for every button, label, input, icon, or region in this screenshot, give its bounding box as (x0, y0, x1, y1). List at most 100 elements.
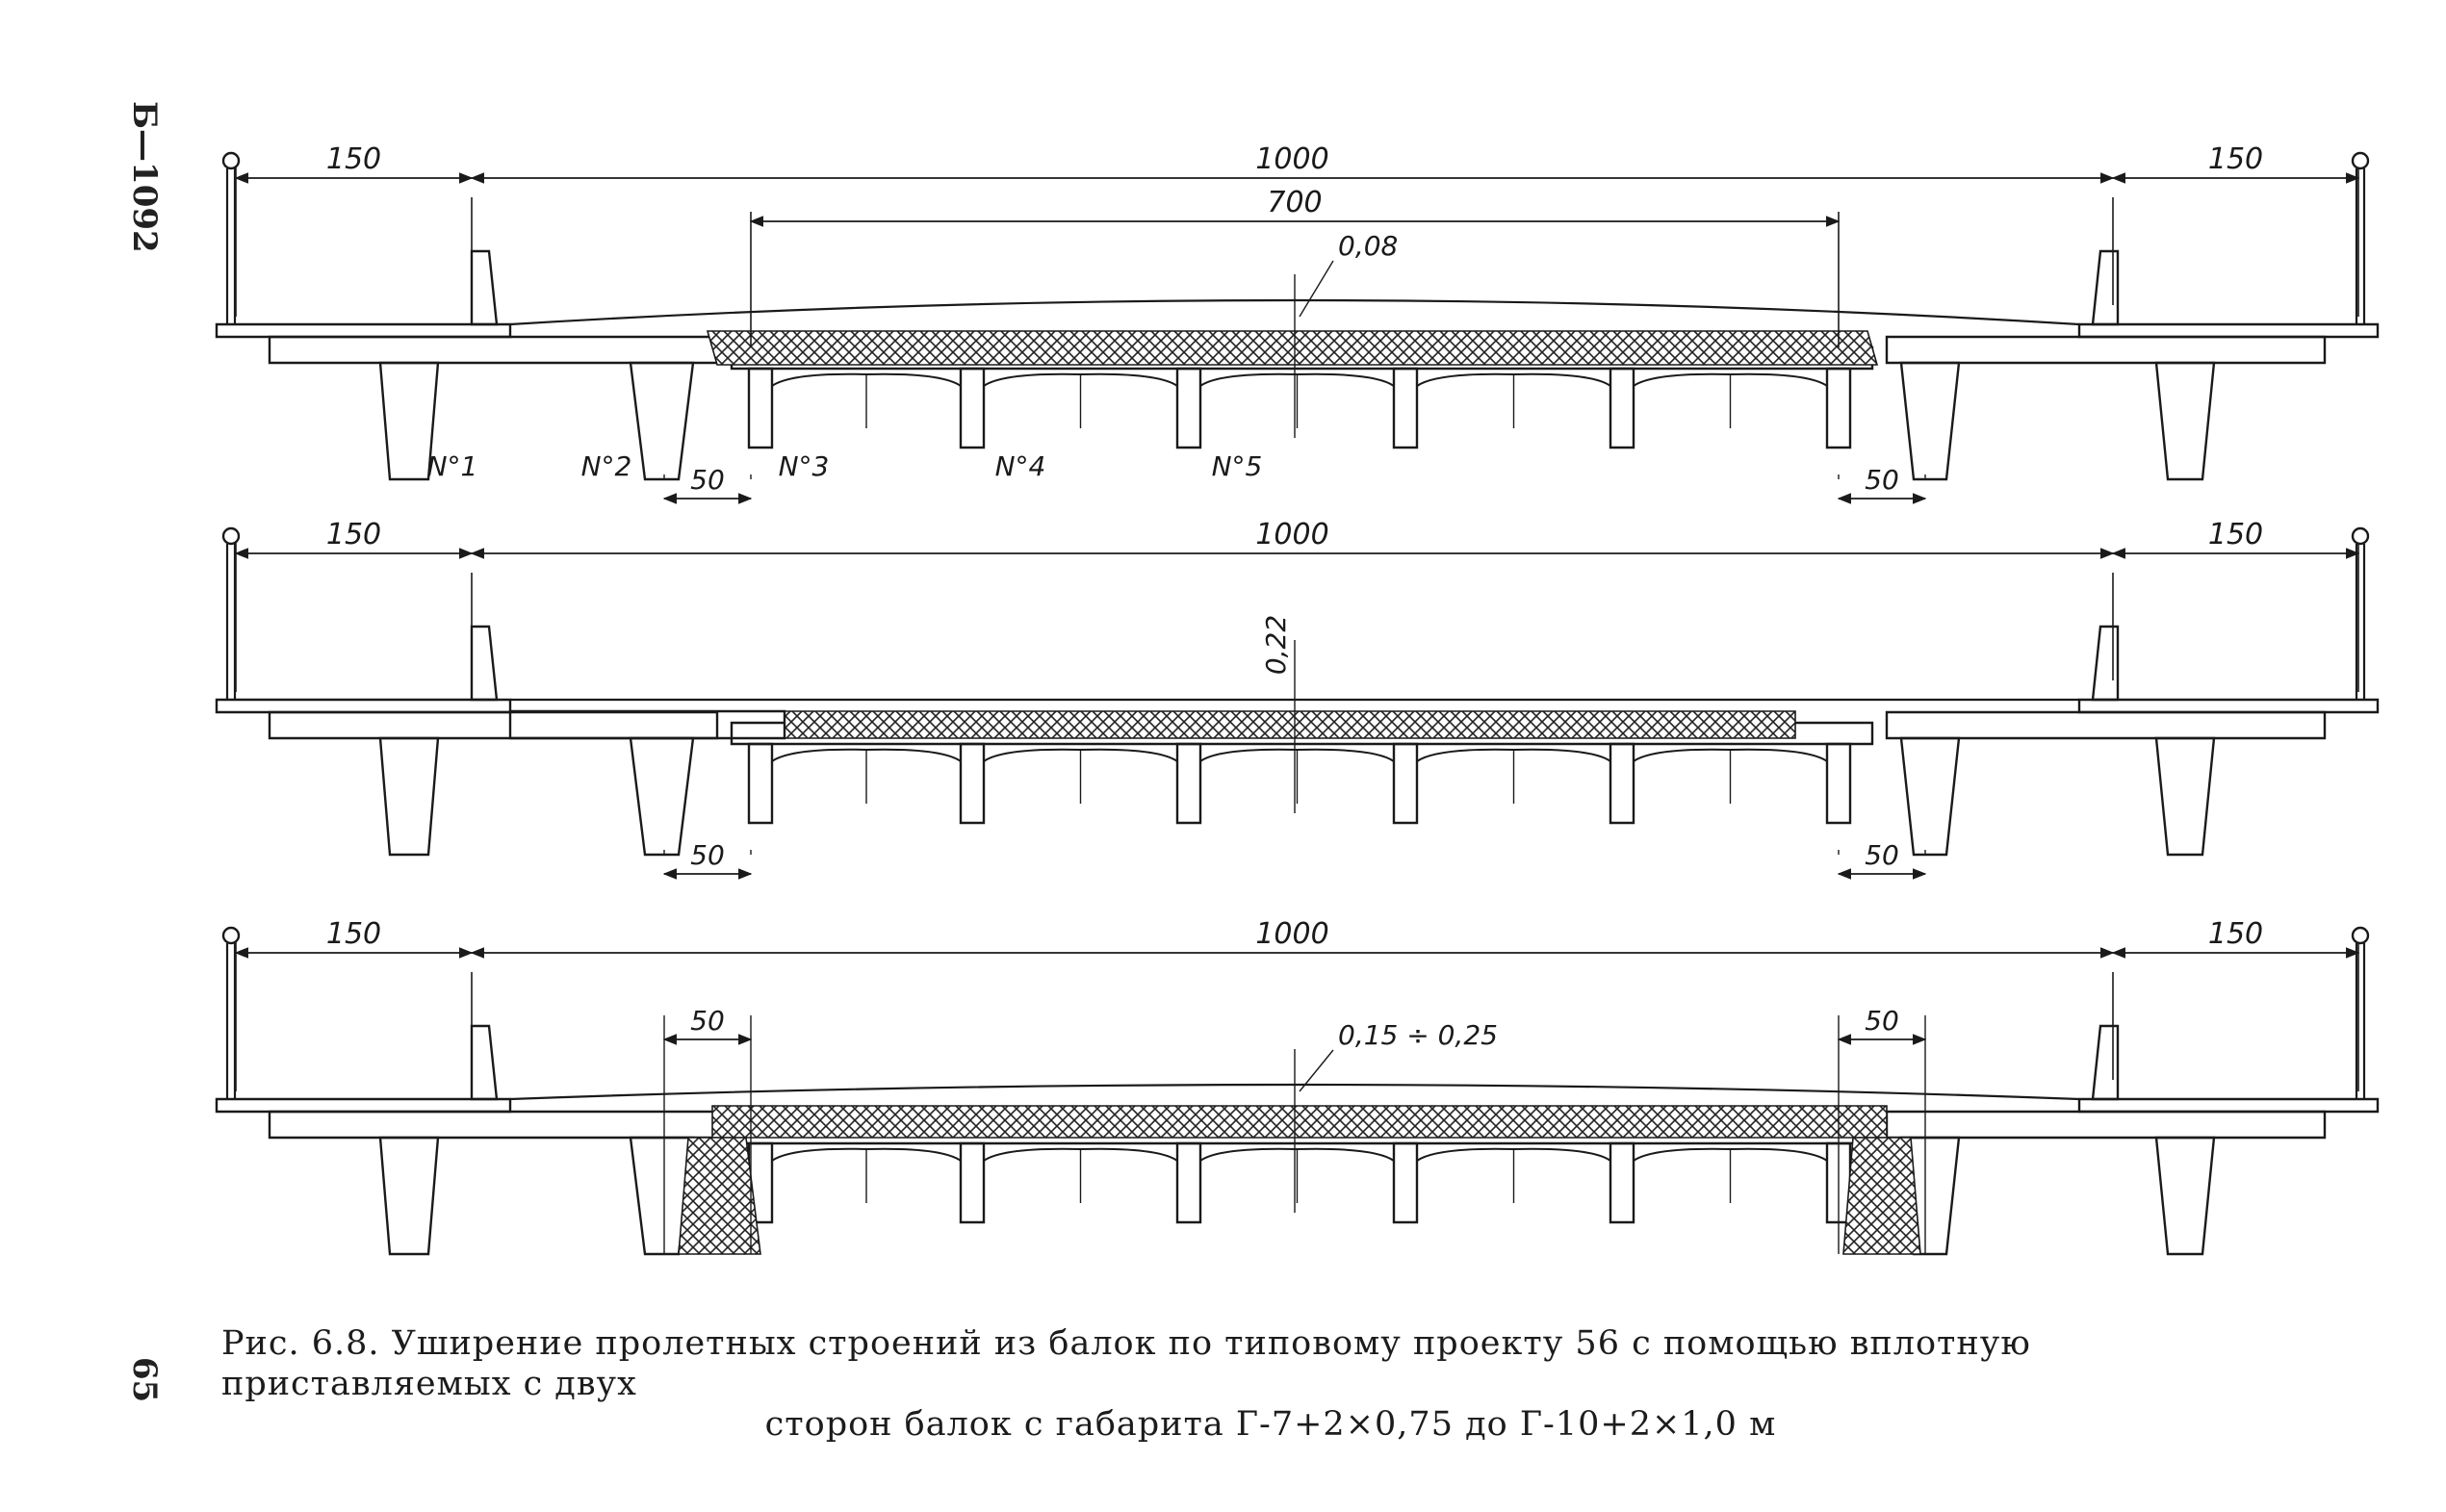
center-web-6 (1825, 742, 1852, 825)
curb-left (470, 249, 499, 326)
center-web-5 (1609, 742, 1635, 825)
center-web-5 (1609, 1141, 1635, 1224)
dim-gap-right: 50 (1837, 839, 1927, 880)
beam-label-3: N°3 (779, 450, 830, 482)
center-web-2 (959, 742, 986, 825)
hatched-joint-right (1842, 1137, 1921, 1255)
outer-flange-right (1885, 1110, 2327, 1140)
hatched-overlay (784, 710, 1796, 739)
center-web-2 (959, 367, 986, 449)
dim-roadway: 1000 (470, 518, 2115, 559)
outer-beam-rib-4 (2154, 361, 2216, 481)
center-web-1 (747, 742, 774, 825)
beam-label-5: N°5 (1212, 450, 1263, 482)
dim-gap-left-label: 50 (690, 1005, 725, 1037)
section-2: 150 1000 150 50 50 0,22 (215, 518, 2380, 880)
dim-right-sidewalk: 150 (2111, 142, 2360, 184)
railing-post-left (221, 151, 241, 170)
outer-beam-rib-2 (629, 361, 695, 481)
center-web-6 (1825, 367, 1852, 449)
dim-roadway-label: 1000 (1255, 917, 1328, 951)
hatched-overlay (711, 1105, 1888, 1139)
thickness-label: 0,15 ÷ 0,25 (1338, 1019, 1498, 1051)
dim-gap-right-label: 50 (1865, 1005, 1899, 1037)
dim-left-sidewalk-label: 150 (326, 142, 381, 176)
dim-gap-left: 50 (662, 839, 753, 880)
outer-beam-rib-4 (2154, 1136, 2216, 1256)
dim-inner-roadway: 700 (749, 186, 1841, 227)
thickness-leader (1299, 1049, 1334, 1092)
sidewalk-slab-right (2077, 322, 2380, 339)
center-web-3 (1175, 367, 1202, 449)
sidewalk-slab-right (2077, 1097, 2380, 1114)
curb-left (470, 625, 499, 702)
dim-gap-right-label: 50 (1865, 464, 1899, 496)
dim-roadway-label: 1000 (1255, 142, 1328, 176)
outer-beam-rib-1 (378, 736, 440, 857)
dim-gap-left: 50 (662, 464, 753, 504)
beam-label-2: N°2 (581, 450, 632, 482)
beam-label-1: N°1 (427, 450, 478, 482)
dim-left-sidewalk-label: 150 (326, 917, 381, 951)
dim-left-sidewalk-label: 150 (326, 518, 381, 551)
outer-beam-rib-3 (1899, 361, 1961, 481)
dim-left-sidewalk: 150 (234, 917, 474, 959)
center-web-4 (1392, 1141, 1419, 1224)
hatched-joint-left (678, 1137, 761, 1255)
curb-right (2091, 249, 2120, 326)
pavement-crown (509, 1083, 2080, 1101)
railing-post-left (221, 526, 241, 546)
outer-beam-rib-4 (2154, 736, 2216, 857)
curb-right (2091, 625, 2120, 702)
center-web-4 (1392, 367, 1419, 449)
dim-right-sidewalk-label: 150 (2208, 917, 2263, 951)
dim-roadway: 1000 (470, 142, 2115, 184)
railing-post-right (2351, 151, 2370, 170)
dim-gap-left: 50 (662, 1005, 753, 1045)
pavement-crown (509, 298, 2080, 326)
railing-post-left (221, 926, 241, 945)
section-1: 150 1000 150 700 50 50 0,08N°1 N°2 N°3 N°4 N°5 (215, 142, 2380, 504)
dim-right-sidewalk-label: 150 (2208, 518, 2263, 551)
curb-right (2091, 1024, 2120, 1101)
dim-gap-right: 50 (1837, 464, 1927, 504)
outer-flange-right (1885, 710, 2327, 740)
thickness-label: 0,08 (1338, 230, 1398, 262)
center-web-4 (1392, 742, 1419, 825)
sidewalk-slab-right (2077, 698, 2380, 714)
dim-left-sidewalk: 150 (234, 518, 474, 559)
dim-gap-left-label: 50 (690, 464, 725, 496)
outer-beam-rib-3 (1899, 736, 1961, 857)
dim-roadway-label: 1000 (1255, 518, 1328, 551)
beam-label-4: N°4 (995, 450, 1046, 482)
dim-left-sidewalk: 150 (234, 142, 474, 184)
center-web-2 (959, 1141, 986, 1224)
curb-left (470, 1024, 499, 1101)
dim-right-sidewalk: 150 (2111, 518, 2360, 559)
section-3: 150 1000 150 50 50 0,15 ÷ 0,25 (215, 917, 2380, 1256)
thickness-leader (1299, 260, 1334, 318)
outer-flange-left (268, 1110, 719, 1140)
center-web-3 (1175, 742, 1202, 825)
dim-roadway: 1000 (470, 917, 2115, 959)
sidewalk-slab-left (215, 698, 512, 714)
outer-beam-rib-1 (378, 361, 440, 481)
dim-right-sidewalk: 150 (2111, 917, 2360, 959)
caption-line-2: сторон балок с габарита Г-7+2×0,75 до Г-… (764, 1405, 1777, 1444)
outer-flange-right (1885, 335, 2327, 365)
figure-caption: Рис. 6.8. Уширение пролетных строений из… (221, 1323, 2320, 1445)
railing-post-right (2351, 526, 2370, 546)
dim-gap-left-label: 50 (690, 839, 725, 871)
railing-post-right (2351, 926, 2370, 945)
dim-gap-right-label: 50 (1865, 839, 1899, 871)
outer-beam-rib-1 (378, 1136, 440, 1256)
dim-right-sidewalk-label: 150 (2208, 142, 2263, 176)
sidewalk-slab-left (215, 1097, 512, 1114)
center-web-1 (747, 367, 774, 449)
thickness-label: 0,22 (1260, 615, 1292, 675)
center-web-3 (1175, 1141, 1202, 1224)
dim-gap-right: 50 (1837, 1005, 1927, 1045)
outer-flange-left (268, 710, 719, 740)
dim-inner-roadway-label: 700 (1267, 186, 1322, 219)
